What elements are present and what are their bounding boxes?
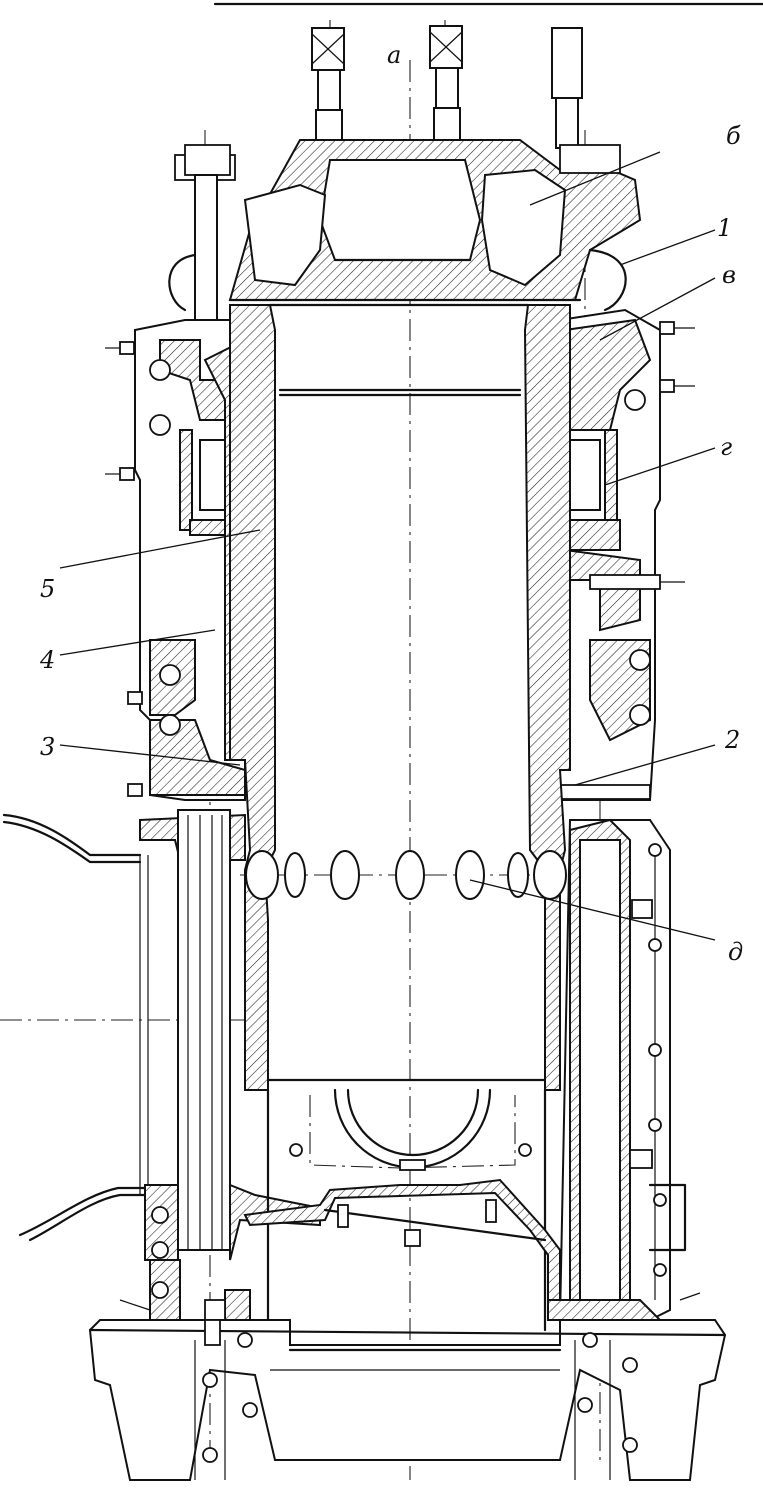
label-2: 2 [724,726,740,754]
right-lower-assembly [558,818,701,1321]
left-lower-assembly [2,809,321,1331]
label-b: б [726,122,741,150]
bedplate [88,1299,727,1481]
crankcase-frame [243,1088,663,1332]
label-a: а [387,41,401,69]
reference-labels: а б 1 в г 5 4 3 2 д [39,41,743,966]
cylinder-liner [229,303,571,1091]
liner-ports [245,850,567,900]
label-v: в [722,261,736,289]
right-outer-block [559,308,695,801]
top-fittings [213,2,763,149]
label-4: 4 [39,646,55,674]
left-outer-block [105,319,246,801]
label-g: г [720,433,732,461]
label-5: 5 [40,575,55,603]
label-1: 1 [717,214,732,242]
leader-lines [59,151,716,941]
label-d: д [728,938,743,966]
cylinder-head [174,139,642,302]
label-3: 3 [40,733,55,761]
